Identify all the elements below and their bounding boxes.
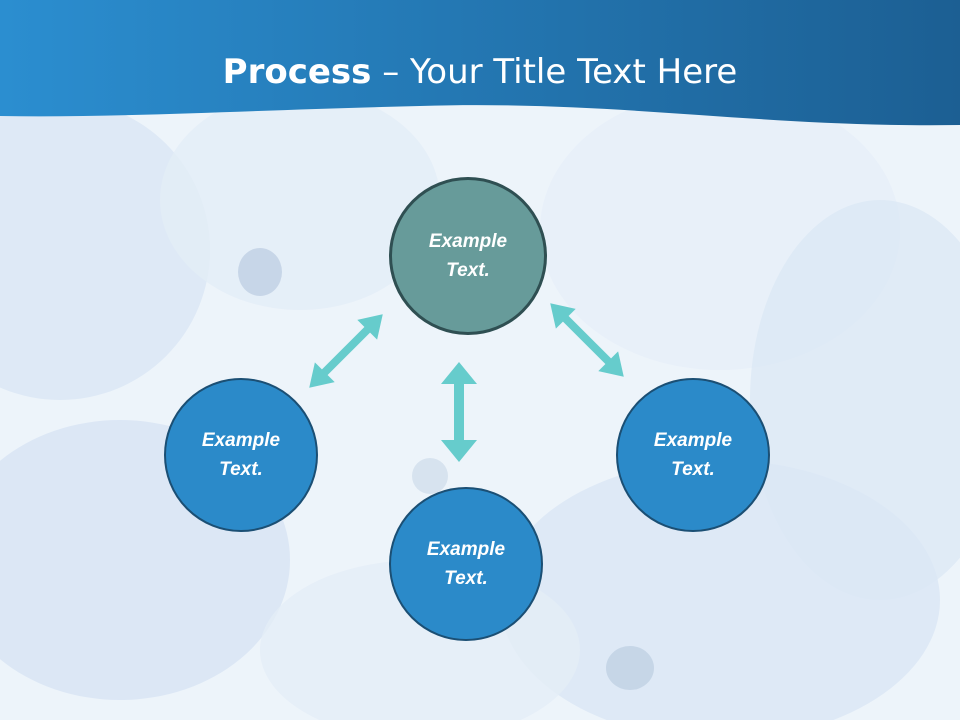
double-arrow-right — [550, 303, 624, 377]
process-node-left: Example Text. — [164, 378, 318, 532]
node-label-line1: Example — [426, 539, 506, 560]
double-arrow-vertical — [441, 362, 477, 462]
title-bold: Process — [222, 52, 372, 92]
process-node-top: Example Text. — [389, 177, 547, 335]
node-label-line1: Example — [428, 231, 508, 252]
node-label-line2: Text. — [671, 459, 715, 480]
node-label-line2: Text. — [446, 260, 490, 281]
process-node-right: Example Text. — [616, 378, 770, 532]
node-label-line2: Text. — [219, 459, 263, 480]
title-dash: – — [371, 52, 411, 92]
node-label-line1: Example — [201, 430, 281, 451]
double-arrow-left — [309, 314, 383, 388]
node-label-line2: Text. — [444, 568, 488, 589]
slide-title: Process – Your Title Text Here — [0, 52, 960, 92]
node-label-line1: Example — [653, 430, 733, 451]
process-node-bottom: Example Text. — [389, 487, 543, 641]
title-rest: Your Title Text Here — [410, 52, 738, 92]
